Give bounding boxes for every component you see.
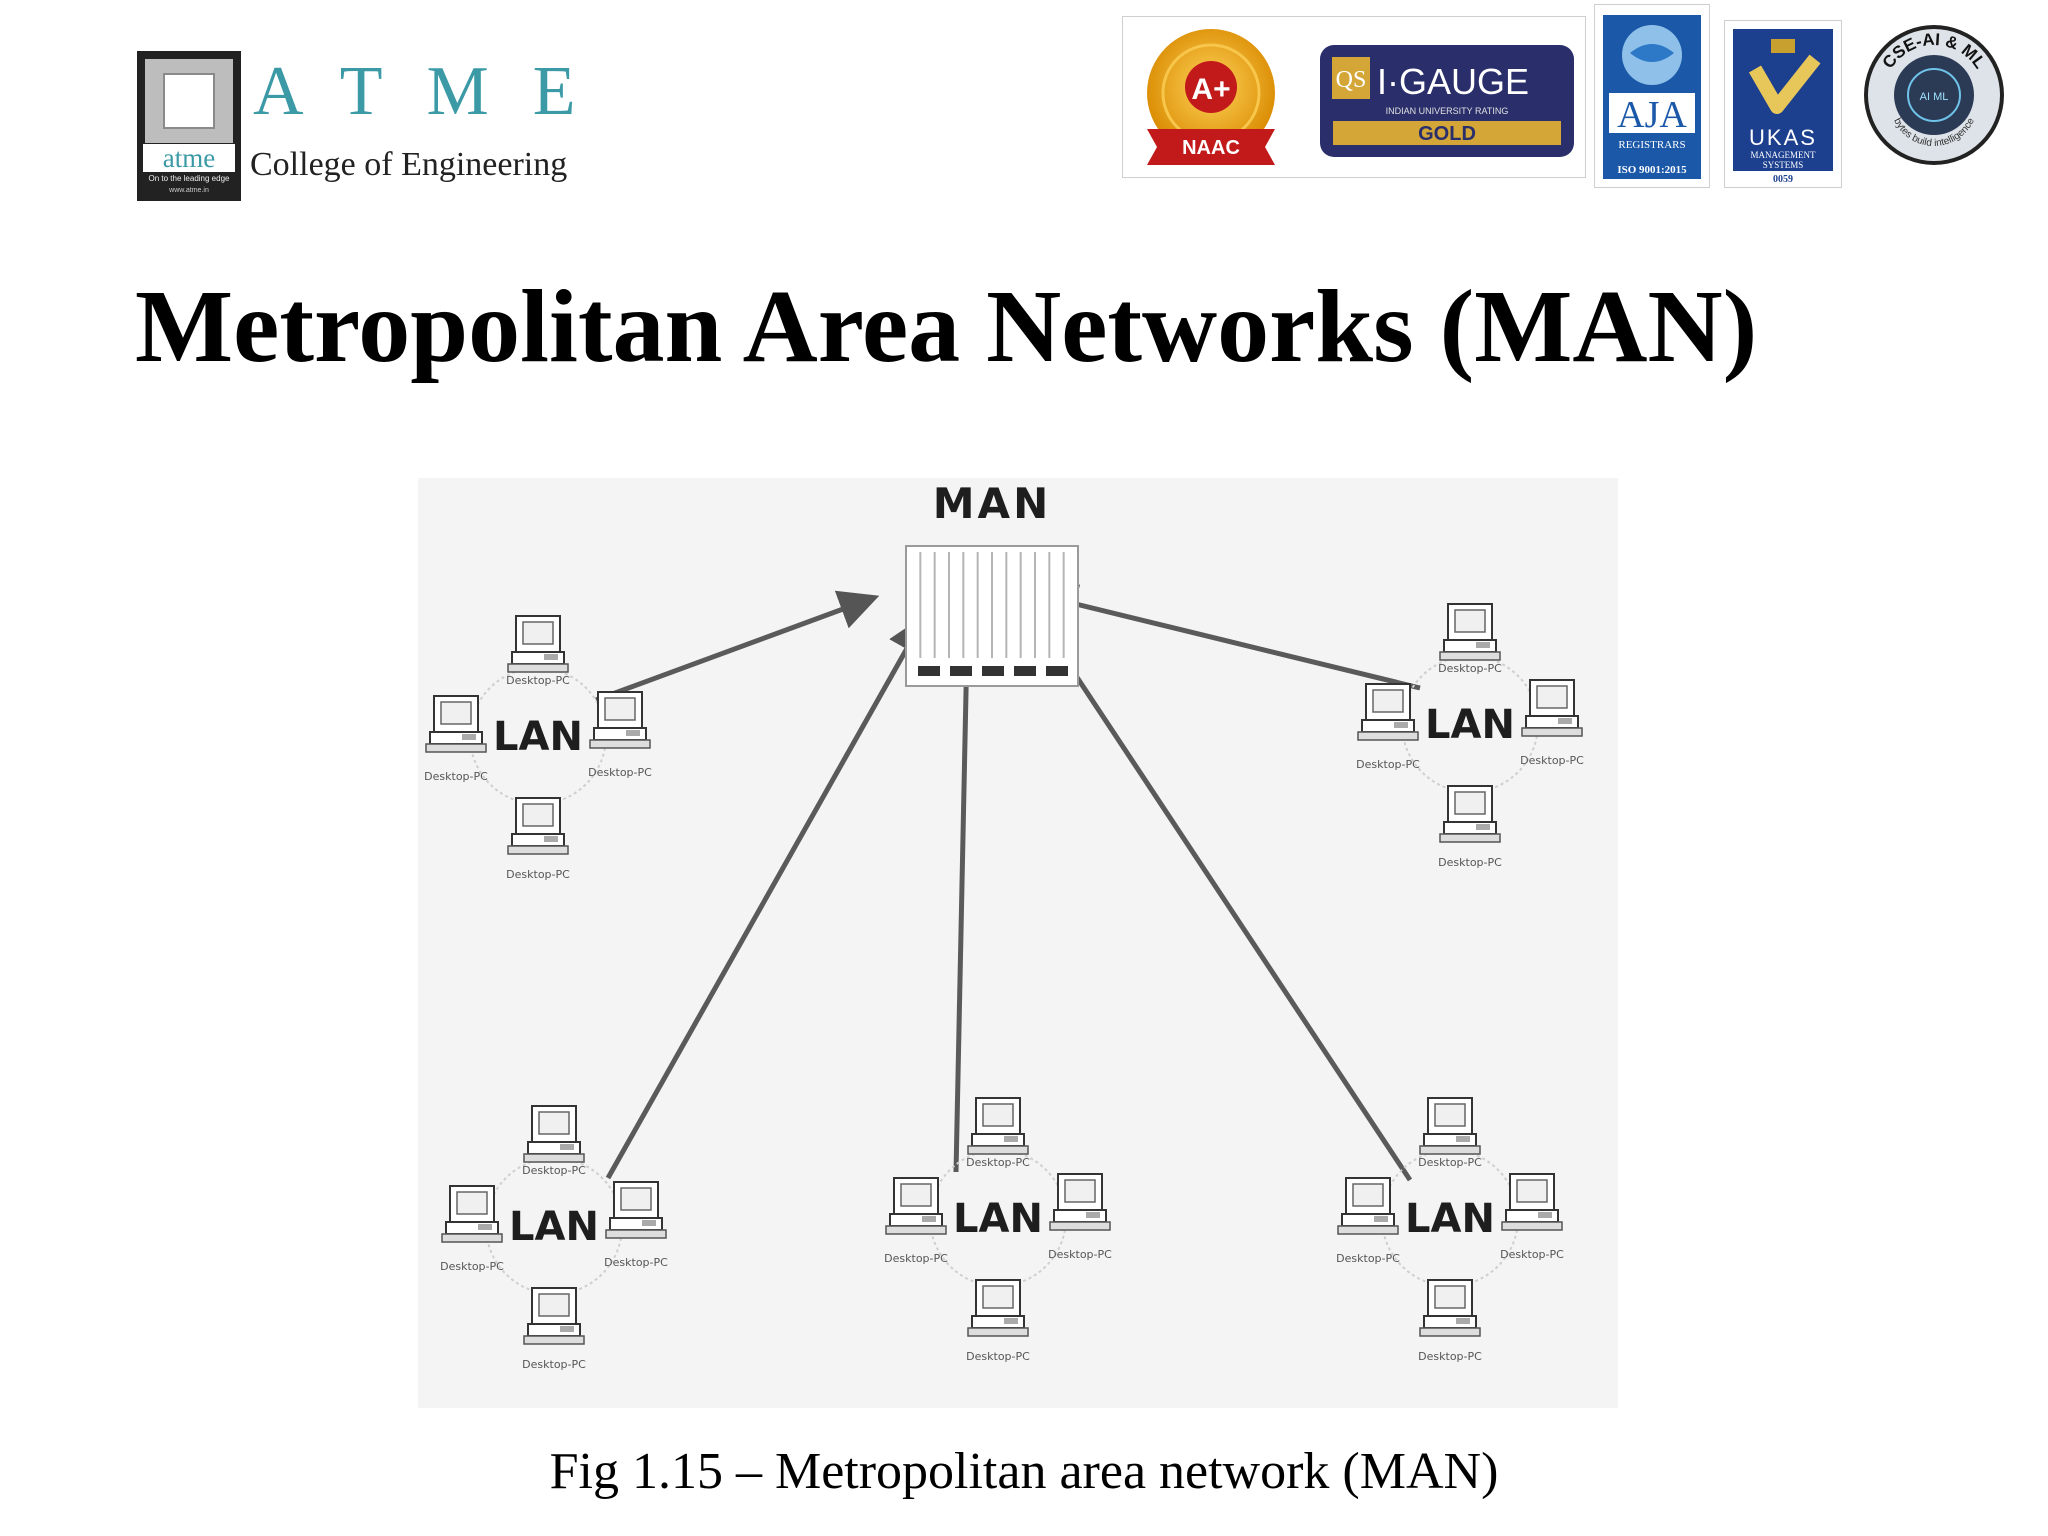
- desktop-pc-label: Desktop-PC: [1336, 1252, 1400, 1265]
- aja-cert-text: ISO 9001:2015: [1617, 164, 1687, 176]
- desktop-pc-icon: [1049, 1173, 1111, 1231]
- desktop-pc-label: Desktop-PC: [1048, 1248, 1112, 1261]
- lan-label: LAN: [1425, 702, 1515, 748]
- desktop-pc-label: Desktop-PC: [506, 674, 570, 687]
- qs-grade-text: GOLD: [1418, 123, 1476, 145]
- lan-cluster-bottom-center: LAN Desktop-PC Desktop-PC Desktop-PC Desktop…: [884, 1097, 1112, 1363]
- desktop-pc-icon: [967, 1097, 1029, 1155]
- figure-caption: Fig 1.15 – Metropolitan area network (MA…: [549, 1443, 1499, 1500]
- desktop-pc-icon: [589, 691, 651, 749]
- ukas-badge: UKAS MANAGEMENT SYSTEMS 0059: [1724, 20, 1842, 188]
- desktop-pc-label: Desktop-PC: [966, 1156, 1030, 1169]
- qs-brand-text: QS: [1336, 67, 1367, 93]
- desktop-pc-label: Desktop-PC: [1418, 1350, 1482, 1363]
- ukas-name-text: UKAS: [1749, 125, 1817, 150]
- desktop-pc-label: Desktop-PC: [604, 1256, 668, 1269]
- desktop-pc-icon: [1501, 1173, 1563, 1231]
- atme-logo-tagline: On to the leading edge: [148, 174, 230, 183]
- desktop-pc-icon: [1419, 1097, 1481, 1155]
- desktop-pc-label: Desktop-PC: [588, 766, 652, 779]
- atme-frame-shape: [145, 59, 233, 143]
- page-title: Metropolitan Area Networks (MAN): [135, 269, 1758, 384]
- cse-aiml-badge: CSE-AI & ML AI ML bytes build intelligen…: [1860, 20, 2008, 170]
- desktop-pc-icon: [967, 1279, 1029, 1337]
- naac-qs-badge-strip: A+ NAAC QS I·GAUGE INDIAN UNIVERSITY RAT…: [1122, 16, 1586, 178]
- man-link-top-left: [595, 590, 880, 703]
- desktop-pc-icon: [507, 797, 569, 855]
- qs-igauge-badge: QS I·GAUGE INDIAN UNIVERSITY RATING GOLD: [1320, 45, 1574, 157]
- desktop-pc-icon: [523, 1105, 585, 1163]
- naac-grade-text: A+: [1191, 73, 1230, 106]
- ukas-number-text: 0059: [1773, 174, 1793, 185]
- lan-label: LAN: [509, 1204, 599, 1250]
- naac-badge: A+ NAAC QS I·GAUGE INDIAN UNIVERSITY RAT…: [1147, 29, 1574, 165]
- atme-logo-word: atme: [143, 144, 235, 172]
- naac-name-text: NAAC: [1182, 137, 1240, 159]
- desktop-pc-label: Desktop-PC: [1418, 1156, 1482, 1169]
- qs-name-text: I·GAUGE: [1377, 61, 1529, 102]
- lan-cluster-bottom-right: LAN Desktop-PC Desktop-PC Desktop-PC Desktop…: [1336, 1097, 1564, 1363]
- lan-cluster-bottom-left: LAN Desktop-PC Desktop-PC Desktop-PC Desktop…: [440, 1105, 668, 1371]
- lan-label: LAN: [1405, 1196, 1495, 1242]
- atme-logo-letters: ATME: [253, 53, 620, 130]
- desktop-pc-label: Desktop-PC: [522, 1164, 586, 1177]
- desktop-pc-label: Desktop-PC: [522, 1358, 586, 1371]
- aja-name-text: AJA: [1617, 94, 1687, 136]
- atme-logo-url: www.atme.in: [169, 187, 209, 194]
- desktop-pc-icon: [425, 695, 487, 753]
- man-diagram: MAN LAN Desktop-PC Desktop-PC Desktop-PC Des…: [418, 478, 1618, 1408]
- desktop-pc-label: Desktop-PC: [1356, 758, 1420, 771]
- lan-groups: LAN Desktop-PC Desktop-PC Desktop-PC Desktop…: [424, 603, 1584, 1371]
- desktop-pc-label: Desktop-PC: [1520, 754, 1584, 767]
- man-link-bottom-left: [605, 614, 927, 1180]
- college-name: College of Engineering: [250, 146, 568, 183]
- desktop-pc-icon: [441, 1185, 503, 1243]
- desktop-pc-icon: [1521, 679, 1583, 737]
- desktop-pc-label: Desktop-PC: [440, 1260, 504, 1273]
- man-diagram-svg: MAN LAN Desktop-PC Desktop-PC Desktop-PC Des…: [418, 478, 1618, 1408]
- man-hub: MAN: [905, 479, 1079, 687]
- desktop-pc-label: Desktop-PC: [884, 1252, 948, 1265]
- man-hub-label: MAN: [933, 479, 1051, 528]
- network-links: [595, 584, 1421, 1182]
- desktop-pc-icon: [1337, 1177, 1399, 1235]
- desktop-pc-icon: [1419, 1279, 1481, 1337]
- desktop-pc-label: Desktop-PC: [1438, 662, 1502, 675]
- desktop-pc-icon: [885, 1177, 947, 1235]
- qs-sub-text: INDIAN UNIVERSITY RATING: [1386, 106, 1509, 116]
- aja-badge: AJA REGISTRARS ISO 9001:2015: [1594, 4, 1710, 188]
- desktop-pc-label: Desktop-PC: [1500, 1248, 1564, 1261]
- desktop-pc-icon: [1357, 683, 1419, 741]
- atme-logo-emblem: atme On to the leading edge www.atme.in: [137, 51, 241, 201]
- desktop-pc-icon: [1439, 785, 1501, 843]
- lan-cluster-top-left: LAN Desktop-PC Desktop-PC Desktop-PC Desktop…: [424, 615, 652, 881]
- lan-label: LAN: [493, 714, 583, 760]
- lan-cluster-top-right: LAN Desktop-PC Desktop-PC Desktop-PC Desktop…: [1356, 603, 1584, 869]
- desktop-pc-label: Desktop-PC: [506, 868, 570, 881]
- desktop-pc-icon: [1439, 603, 1501, 661]
- man-link-bottom-center: [947, 589, 988, 1173]
- aja-line1-text: REGISTRARS: [1618, 139, 1685, 151]
- desktop-pc-icon: [507, 615, 569, 673]
- atme-logo: atme On to the leading edge www.atme.in …: [137, 51, 602, 201]
- desktop-pc-label: Desktop-PC: [1438, 856, 1502, 869]
- man-link-bottom-right: [1039, 620, 1413, 1182]
- desktop-pc-label: Desktop-PC: [424, 770, 488, 783]
- desktop-pc-label: Desktop-PC: [966, 1350, 1030, 1363]
- desktop-pc-icon: [605, 1181, 667, 1239]
- desktop-pc-icon: [523, 1287, 585, 1345]
- cse-center-text: AI ML: [1920, 91, 1949, 103]
- ukas-line2-text: SYSTEMS: [1763, 160, 1804, 170]
- lan-label: LAN: [953, 1196, 1043, 1242]
- ukas-line1-text: MANAGEMENT: [1751, 150, 1816, 160]
- man-link-top-right: [1036, 584, 1421, 691]
